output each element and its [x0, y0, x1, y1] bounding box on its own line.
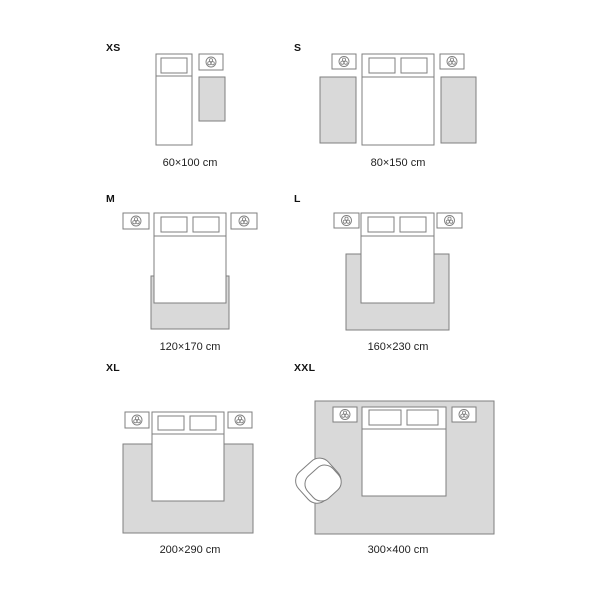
nightstand-left: [331, 53, 357, 70]
rug-left: [319, 76, 357, 144]
size-label-l: L: [294, 193, 301, 205]
rug-right: [440, 76, 477, 144]
pillow: [367, 216, 395, 233]
nightstand: [198, 53, 224, 71]
size-label-xs: XS: [106, 42, 121, 54]
double-bed: [360, 212, 435, 304]
nightstand-right: [230, 212, 258, 230]
caption-xs: 60×100 cm: [162, 157, 218, 169]
caption-m: 120×170 cm: [159, 341, 221, 353]
pillow: [406, 409, 439, 426]
size-label-xxl: XXL: [294, 362, 316, 374]
size-label-xl: XL: [106, 362, 121, 374]
nightstand-left: [124, 411, 150, 429]
panel-m: [122, 212, 258, 330]
panel-s: [319, 53, 477, 146]
pillow: [157, 415, 185, 431]
double-bed: [153, 212, 227, 304]
size-label-s: S: [294, 42, 302, 54]
pillow: [189, 415, 217, 431]
pillow: [368, 409, 402, 426]
nightstand-left: [332, 406, 358, 423]
pillow: [399, 216, 427, 233]
panel-xl: [122, 411, 254, 534]
panel-l: [333, 212, 463, 331]
pillow: [160, 57, 188, 74]
pillow: [160, 216, 188, 233]
single-bed: [155, 53, 193, 146]
panel-xs: [155, 53, 226, 146]
nightstand-right: [227, 411, 253, 429]
nightstand-right: [439, 53, 465, 70]
pillow: [400, 57, 428, 74]
nightstand-left: [122, 212, 150, 230]
double-bed: [151, 411, 225, 502]
nightstand-right: [451, 406, 477, 423]
caption-xxl: 300×400 cm: [367, 544, 429, 556]
rug: [198, 76, 226, 122]
pillow: [192, 216, 220, 233]
double-bed: [361, 406, 447, 497]
caption-l: 160×230 cm: [367, 341, 429, 353]
armchair-icon: [295, 457, 342, 504]
panel-xxl: [295, 400, 495, 535]
double-bed: [361, 53, 435, 146]
pillow: [368, 57, 396, 74]
nightstand-right: [436, 212, 463, 229]
caption-xl: 200×290 cm: [159, 544, 221, 556]
caption-s: 80×150 cm: [370, 157, 426, 169]
size-label-m: M: [106, 193, 116, 205]
nightstand-left: [333, 212, 360, 229]
